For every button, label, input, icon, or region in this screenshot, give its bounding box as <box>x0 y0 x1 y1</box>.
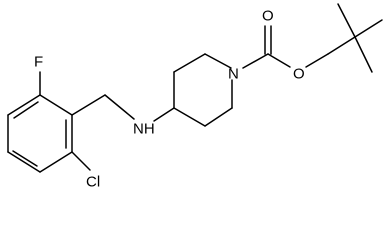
bond-ch2-nh <box>104 94 135 120</box>
bond-pip-5 <box>204 107 233 127</box>
carbonyl-oxygen-label: O <box>262 8 274 25</box>
bond-ring-double-3 <box>13 101 39 119</box>
bond-nh-ch <box>153 107 175 122</box>
bond-ring-ch2 <box>71 94 106 116</box>
chlorine-label: Cl <box>86 174 100 191</box>
bond-pip-3 <box>204 53 232 69</box>
fluorine-label: F <box>34 54 43 71</box>
bond-ring-double-2 <box>12 150 38 167</box>
molecule-diagram: F Cl NH N O O <box>7 3 383 191</box>
bond-ring-1 <box>39 94 73 116</box>
bond-tbu-1 <box>327 36 356 55</box>
bond-c-cl <box>71 151 91 171</box>
ester-oxygen-label: O <box>293 66 305 83</box>
bond-tbu-3 <box>354 36 373 73</box>
bond-ring-6 <box>7 94 41 116</box>
bond-pip-2 <box>173 53 206 73</box>
bond-ester-o-tbu <box>305 53 329 68</box>
bond-tbu-4 <box>337 3 356 38</box>
bond-tbu-2 <box>354 19 383 38</box>
bond-n-carbonyl <box>242 53 269 69</box>
structure-canvas: F Cl NH N O O <box>7 3 383 191</box>
bond-ring-3 <box>39 151 73 173</box>
piperidine-ring <box>173 53 233 127</box>
amine-nitrogen-label: NH <box>133 121 155 138</box>
bond-pip-6 <box>173 107 206 127</box>
piperidine-nitrogen-label: N <box>228 66 239 83</box>
bond-carbonyl-ester-o <box>267 53 291 68</box>
benzene-ring <box>7 94 73 173</box>
bond-ring-4 <box>7 151 41 173</box>
